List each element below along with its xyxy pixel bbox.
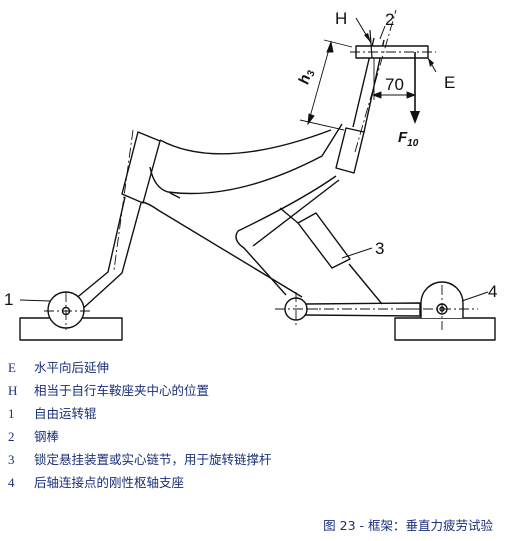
legend-key: 2	[8, 429, 15, 444]
frame-test-diagram: H 2 E h3 70 F10 3 1 4	[4, 9, 497, 341]
figure-caption: 图 23 - 框架：垂直力疲劳试验	[323, 518, 493, 533]
legend-text: 钢棒	[34, 429, 60, 444]
label-3: 3	[375, 239, 384, 258]
suspension-link	[279, 207, 383, 305]
seat-tube-block	[335, 127, 365, 174]
legend-item: 3 锁定悬挂装置或实心链节，用于旋转链撑杆	[8, 448, 503, 471]
legend-text: 后轴连接点的刚性枢轴支座	[34, 475, 185, 490]
legend-key: 1	[8, 406, 15, 421]
force-arrow	[410, 52, 420, 124]
frame-body	[141, 123, 343, 298]
right-ground-block	[394, 317, 496, 341]
label-70: 70	[385, 75, 404, 94]
legend-item: 1 自由运转辊	[8, 402, 503, 425]
label-2: 2	[385, 10, 394, 29]
legend-key: E	[8, 360, 16, 375]
label-H: H	[335, 9, 347, 28]
legend-text: 水平向后延伸	[34, 360, 110, 375]
legend-item: E 水平向后延伸	[8, 356, 503, 379]
label-4: 4	[488, 282, 497, 301]
legend-item: 2 钢棒	[8, 425, 503, 448]
legend-item: H 相当于自行车鞍座夹中心的位置	[8, 379, 503, 402]
dimension-h3	[299, 39, 353, 131]
legend-key: 4	[8, 475, 15, 490]
legend-list: E 水平向后延伸 H 相当于自行车鞍座夹中心的位置 1 自由运转辊 2 钢棒 3 锁定悬挂…	[8, 356, 503, 494]
legend-key: H	[8, 383, 18, 398]
label-F10: F10	[398, 129, 419, 149]
legend-text: 自由运转辊	[34, 406, 97, 421]
dimension-70	[371, 58, 417, 100]
legend-item: 4 后轴连接点的刚性枢轴支座	[8, 471, 503, 494]
head-tube	[67, 131, 161, 314]
legend-key: 3	[8, 452, 15, 467]
chain-stay	[304, 302, 421, 317]
legend-text: 相当于自行车鞍座夹中心的位置	[34, 383, 210, 398]
legend-text: 锁定悬挂装置或实心链节，用于旋转链撑杆	[34, 452, 272, 467]
label-h3: h3	[295, 67, 317, 87]
label-1: 1	[4, 290, 13, 309]
label-E: E	[444, 73, 455, 92]
